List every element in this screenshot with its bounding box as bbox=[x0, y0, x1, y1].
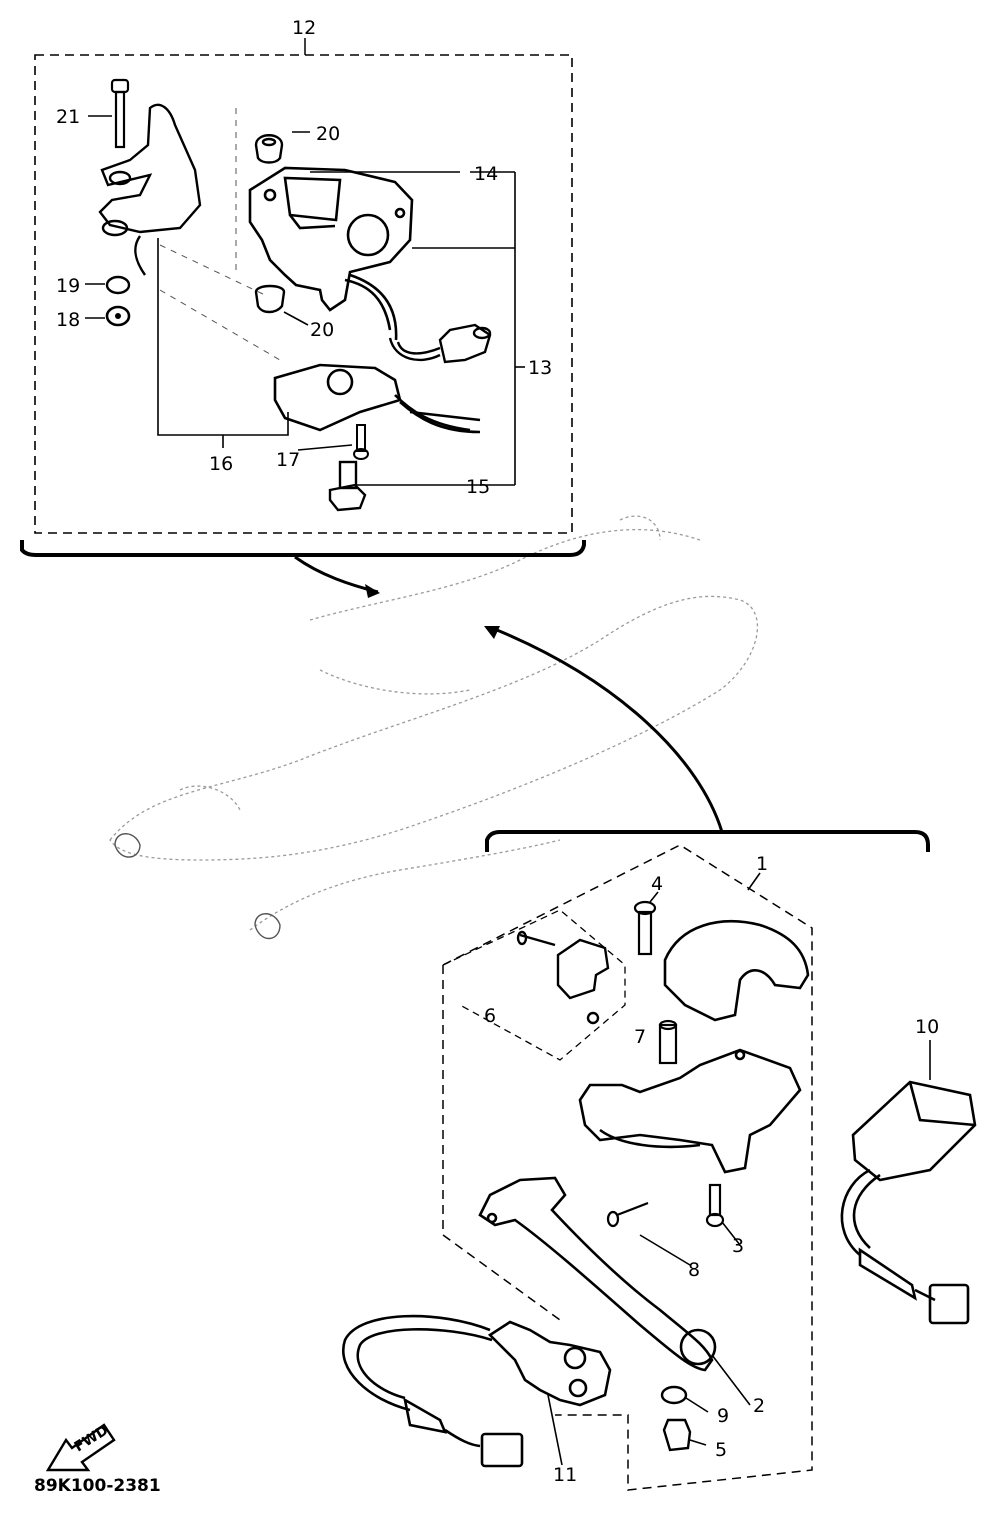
pin-7 bbox=[658, 1019, 678, 1065]
callout-16: 16 bbox=[209, 453, 233, 475]
bolt-4 bbox=[633, 900, 657, 956]
bottom-inset: 1 4 6 7 10 3 8 2 9 5 11 bbox=[342, 830, 977, 1491]
leader-lines-bottom bbox=[547, 872, 931, 1466]
nut-5 bbox=[662, 1418, 692, 1452]
screw-3 bbox=[705, 1183, 725, 1228]
inset-frame-12 bbox=[34, 54, 573, 534]
brake-switch-11 bbox=[342, 1314, 612, 1468]
bolt-21 bbox=[110, 78, 130, 149]
lever-bracket bbox=[578, 1048, 802, 1174]
callout-21: 21 bbox=[56, 106, 80, 128]
inset-frame-6 bbox=[442, 909, 626, 1061]
callout-20-lower: 20 bbox=[310, 319, 334, 341]
brake-lever-2 bbox=[478, 1176, 717, 1372]
callout-9: 9 bbox=[717, 1405, 729, 1427]
forward-arrow: FWD bbox=[45, 1422, 116, 1472]
callout-10: 10 bbox=[915, 1016, 939, 1038]
washer-9 bbox=[660, 1385, 688, 1405]
inset-bracket-1 bbox=[485, 830, 930, 852]
callout-2: 2 bbox=[753, 1395, 765, 1417]
pin-8 bbox=[606, 1201, 649, 1228]
bolt-15 bbox=[328, 460, 367, 512]
grommet-20-upper bbox=[254, 134, 284, 164]
screw-17 bbox=[353, 424, 369, 460]
callout-5: 5 bbox=[715, 1439, 727, 1461]
switch-housing bbox=[248, 166, 414, 341]
inset-bracket-12 bbox=[20, 540, 586, 557]
callout-19: 19 bbox=[56, 275, 80, 297]
switch-base bbox=[273, 363, 481, 434]
wire-plug bbox=[388, 323, 492, 364]
callout-8: 8 bbox=[688, 1259, 700, 1281]
nut-18 bbox=[105, 305, 131, 327]
switch-unit-10 bbox=[840, 1080, 977, 1325]
callout-6: 6 bbox=[484, 1005, 496, 1027]
ski-outline bbox=[114, 833, 281, 940]
leader-lines-top bbox=[85, 115, 525, 486]
callout-17: 17 bbox=[276, 449, 300, 471]
mounting-bracket bbox=[98, 103, 202, 276]
callout-20-upper: 20 bbox=[316, 123, 340, 145]
lever-cover bbox=[663, 920, 810, 1022]
snowmobile-outline bbox=[109, 515, 759, 931]
washer-19 bbox=[105, 275, 131, 295]
connector-arrows bbox=[365, 584, 500, 639]
grommet-20-lower bbox=[254, 284, 286, 314]
callout-14: 14 bbox=[474, 163, 498, 185]
callout-18: 18 bbox=[56, 309, 80, 331]
inset-frame-1 bbox=[442, 844, 813, 1491]
callout-1: 1 bbox=[756, 853, 768, 875]
callout-7: 7 bbox=[634, 1026, 646, 1048]
forward-label: FWD bbox=[72, 1422, 112, 1455]
diagram-code: 89K100-2381 bbox=[34, 1476, 161, 1496]
callout-12: 12 bbox=[292, 17, 316, 39]
callout-13: 13 bbox=[528, 357, 552, 379]
top-inset: 12 21 20 14 19 18 20 13 16 17 15 bbox=[20, 17, 586, 557]
callout-11: 11 bbox=[553, 1464, 577, 1486]
callout-3: 3 bbox=[732, 1235, 744, 1257]
callout-4: 4 bbox=[651, 873, 663, 895]
clamp-6 bbox=[516, 930, 610, 1025]
callout-15: 15 bbox=[466, 476, 490, 498]
